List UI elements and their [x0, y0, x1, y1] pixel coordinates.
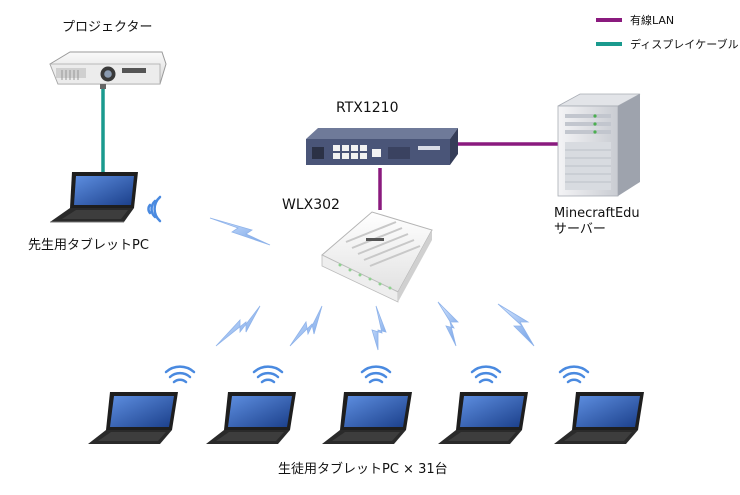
- legend-label: ディスプレイケーブル: [630, 38, 739, 51]
- wireless-signal-icons: [209, 217, 535, 351]
- wifi-icon: [164, 365, 196, 384]
- projector-icon: [49, 51, 167, 89]
- router-icon: [306, 128, 458, 165]
- server-label: MinecraftEdu サーバー: [554, 206, 640, 238]
- wifi-icon: [252, 365, 284, 384]
- legend-item-display-cable: ディスプレイケーブル: [596, 36, 739, 52]
- student-laptop-icon-3: [322, 392, 412, 444]
- wifi-icon: [360, 365, 392, 384]
- projector-label: プロジェクター: [62, 20, 153, 35]
- legend-item-wired-lan: 有線LAN: [596, 12, 674, 28]
- legend-label: 有線LAN: [630, 14, 675, 27]
- legend-swatch-wired-lan: [596, 18, 622, 22]
- student-laptop-icon-4: [438, 392, 528, 444]
- student-wifi-icons: [164, 365, 590, 384]
- student-laptop-icon-5: [554, 392, 644, 444]
- legend-swatch-display-cable: [596, 42, 622, 46]
- access-point-icon: [321, 211, 433, 303]
- wifi-icon: [558, 365, 590, 384]
- teacher-laptop-icon: [50, 172, 138, 223]
- teacher-wifi-icon: [147, 195, 162, 223]
- server-label-line1: MinecraftEdu: [554, 206, 640, 221]
- wifi-icon: [470, 365, 502, 384]
- server-label-line2: サーバー: [554, 222, 606, 237]
- student-laptops: [88, 392, 644, 444]
- server-icon: [557, 93, 641, 197]
- student-pc-label: 生徒用タブレットPC × 31台: [278, 462, 448, 477]
- access-point-label: WLX302: [282, 197, 340, 213]
- router-label: RTX1210: [336, 100, 399, 116]
- teacher-pc-label: 先生用タブレットPC: [28, 238, 149, 253]
- student-laptop-icon-1: [88, 392, 178, 444]
- student-laptop-icon-2: [206, 392, 296, 444]
